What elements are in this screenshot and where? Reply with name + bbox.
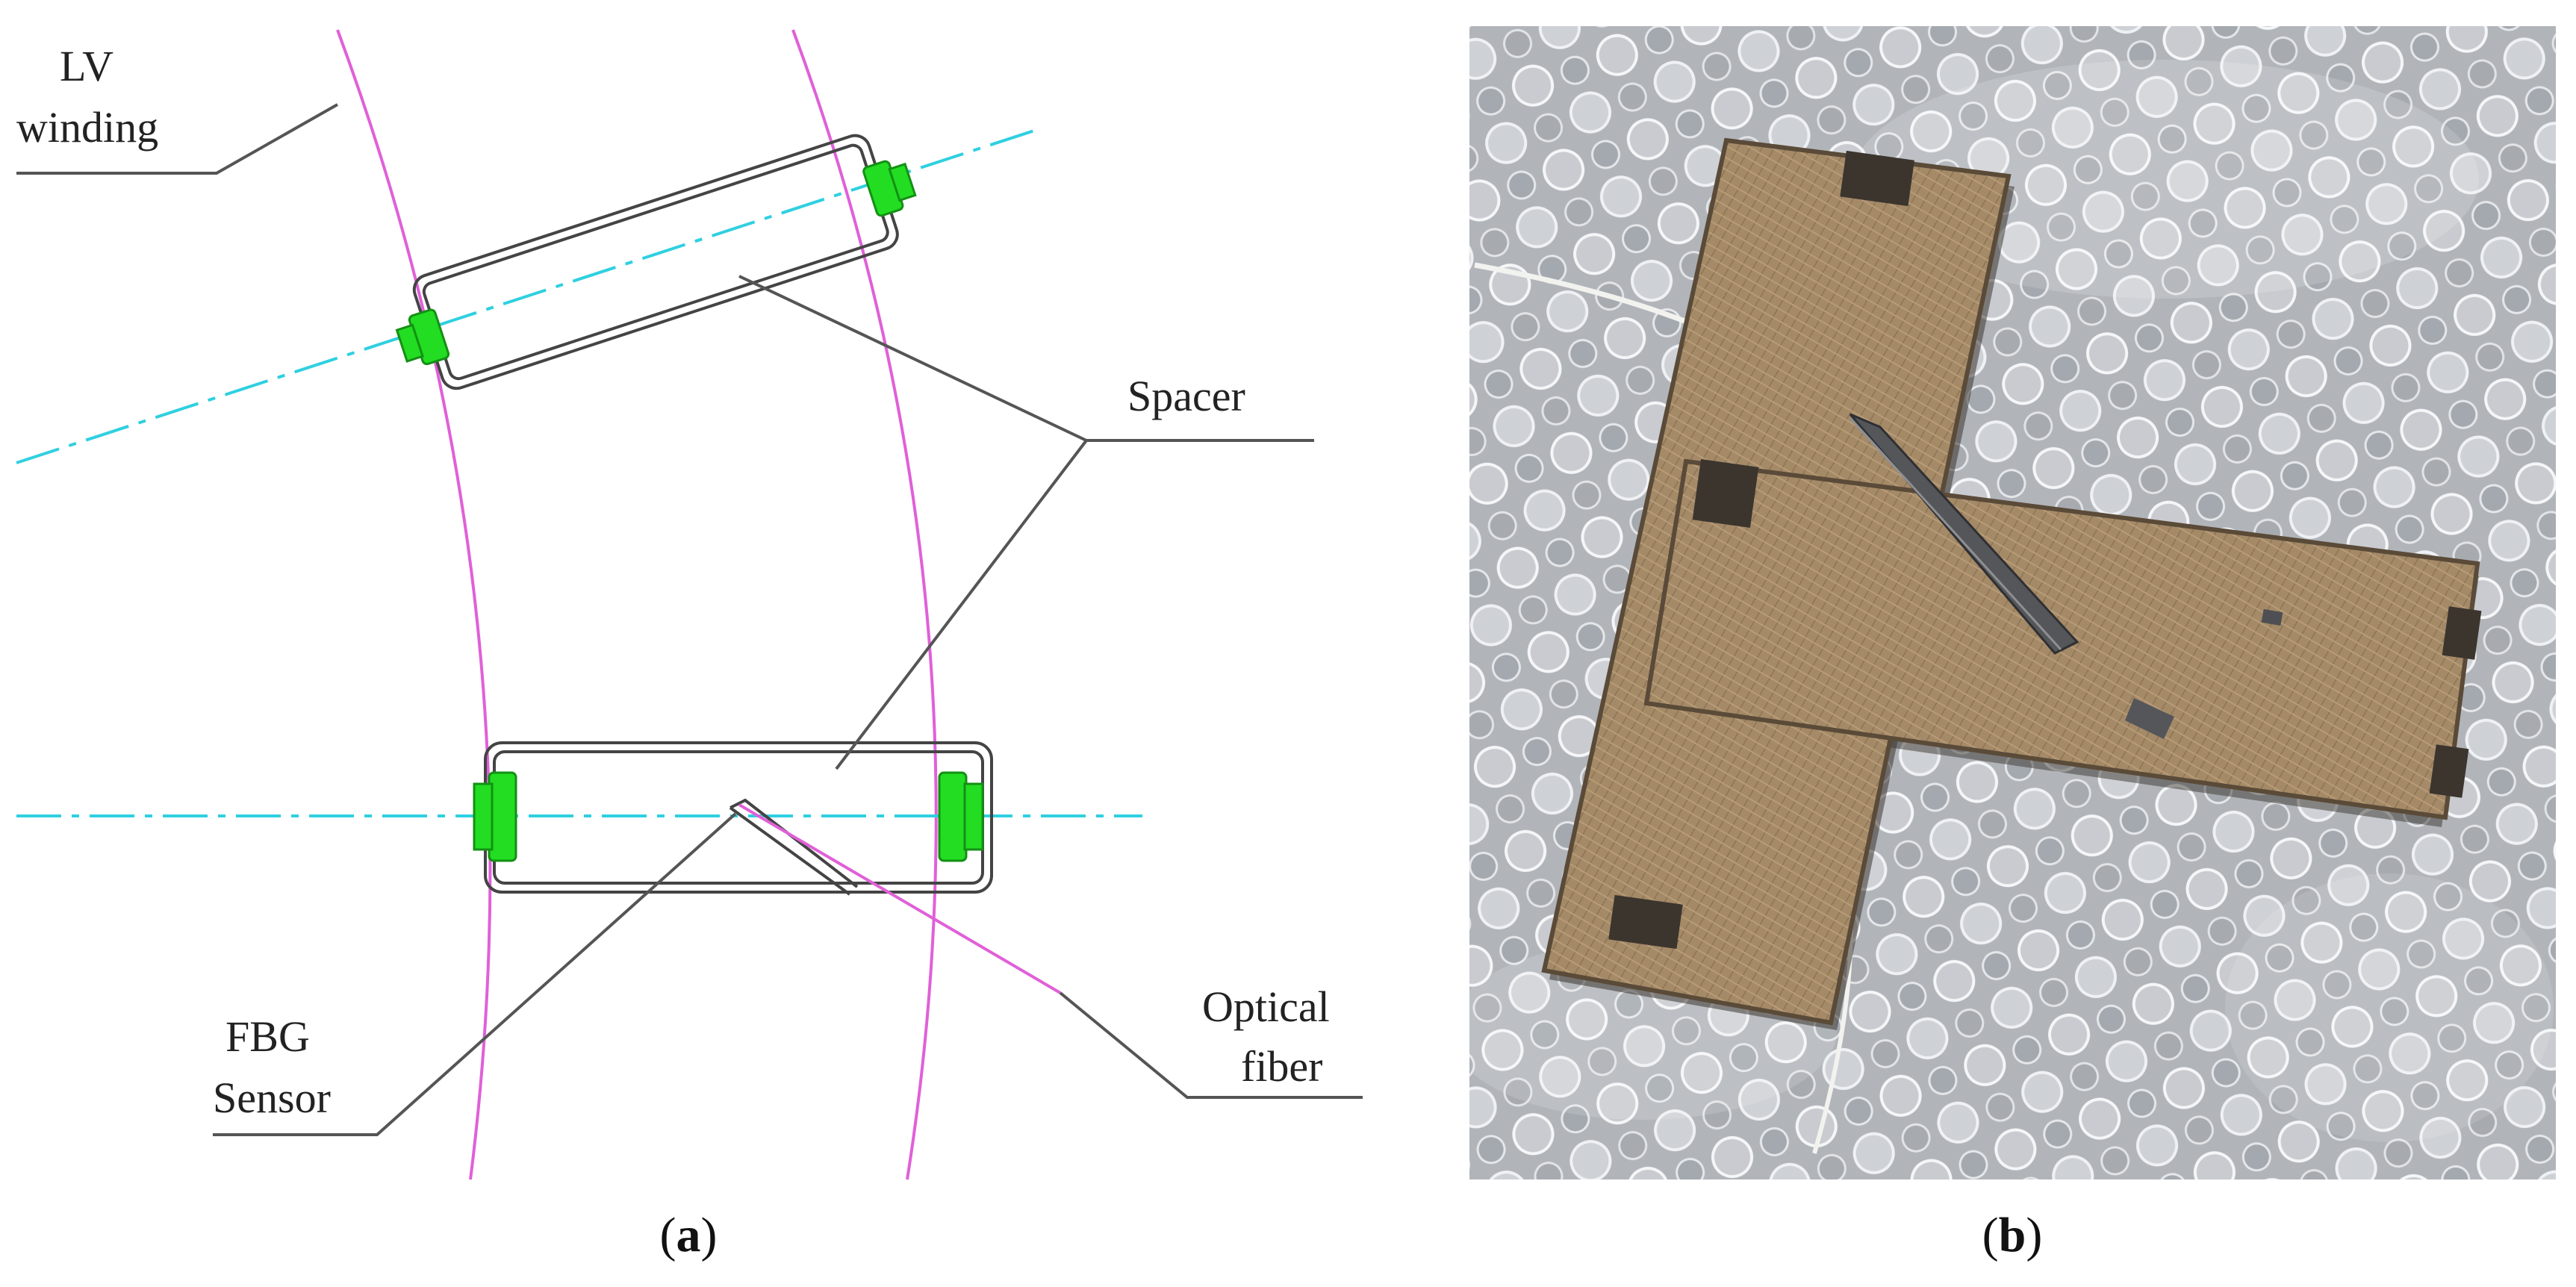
lv-winding-inner-curve: [336, 29, 492, 1180]
upper-spacer-axis: [16, 129, 1035, 464]
label-spacer: Spacer: [1127, 372, 1245, 420]
caption-b-letter: b: [1999, 1208, 2026, 1262]
lower-spacer: [473, 741, 993, 894]
panel-b-photo: (b): [1449, 26, 2556, 1262]
lower-spacer-left-clamp: [473, 771, 517, 862]
photo-small-mark: [2261, 608, 2283, 626]
label-optical-fiber-line1: Optical: [1202, 982, 1330, 1031]
caption-a: (a): [660, 1208, 718, 1262]
optical-fiber-leader: [1059, 991, 1363, 1099]
label-lv-winding-line2: winding: [16, 103, 158, 152]
caption-b: (b): [1982, 1208, 2043, 1262]
label-lv-winding-line1: LV: [60, 42, 113, 90]
lower-spacer-right-clamp: [938, 771, 984, 862]
upper-spacer: [395, 134, 917, 390]
lv-winding-outer-curve: [791, 29, 938, 1180]
optical-fiber: [738, 803, 1062, 994]
fbg-sensor-leader: [213, 812, 737, 1136]
fbg-sensor-groove: [729, 798, 859, 896]
label-optical-fiber-line2: fiber: [1241, 1042, 1323, 1091]
panel-a-diagram: LV winding Spacer FBG Sensor Optical fib…: [16, 29, 1363, 1262]
photo-small-patch: [2125, 698, 2174, 739]
photo-fbg-sensor-strip: [1849, 413, 2079, 655]
spacer-leader-lower: [835, 439, 1088, 770]
upper-spacer-right-clamp: [862, 160, 917, 217]
label-fbg-sensor-line2: Sensor: [213, 1073, 331, 1122]
lv-winding-leader: [16, 103, 338, 175]
upper-spacer-left-clamp: [395, 308, 450, 366]
label-fbg-sensor-line1: FBG: [225, 1012, 310, 1061]
caption-a-letter: a: [676, 1208, 701, 1262]
